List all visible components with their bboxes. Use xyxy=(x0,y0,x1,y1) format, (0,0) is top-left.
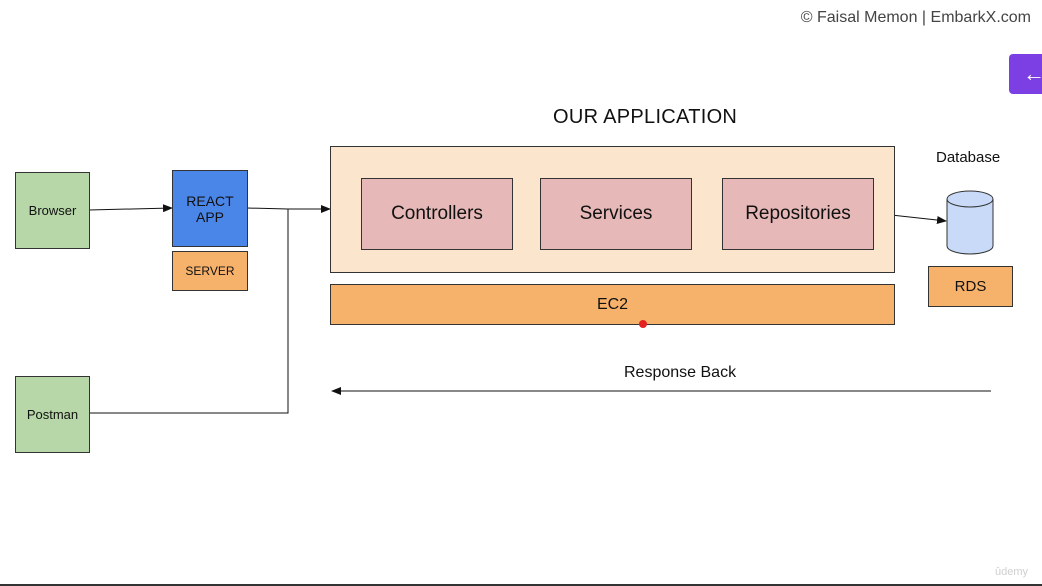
arrow-left-icon: ← xyxy=(1023,61,1042,86)
ec2-label: EC2 xyxy=(596,295,629,313)
services-node: Services xyxy=(540,178,692,250)
controllers-node: Controllers xyxy=(361,178,513,250)
rds-node: RDS xyxy=(928,266,1013,307)
browser-label: Browser xyxy=(28,203,77,218)
bottom-divider xyxy=(0,584,1042,586)
react-app-label: REACT APP xyxy=(186,192,234,225)
database-label: Database xyxy=(936,149,1001,166)
react-to-app-line xyxy=(246,207,289,210)
repositories-node: Repositories xyxy=(722,178,874,250)
browser-to-react-arrow xyxy=(88,204,173,213)
services-label: Services xyxy=(579,203,653,224)
rds-label: RDS xyxy=(954,278,987,295)
ec2-node: EC2 xyxy=(330,284,895,325)
copyright-text: © Faisal Memon | EmbarkX.com xyxy=(800,9,1031,26)
server-node: SERVER xyxy=(172,251,248,291)
back-button[interactable]: ← xyxy=(1009,54,1042,94)
server-label: SERVER xyxy=(185,264,235,278)
response-back-label: Response Back xyxy=(624,364,737,381)
postman-to-app-line xyxy=(89,209,289,414)
udemy-watermark: ûdemy xyxy=(994,566,1028,578)
controllers-label: Controllers xyxy=(391,203,483,224)
repositories-label: Repositories xyxy=(745,203,851,224)
browser-node: Browser xyxy=(15,172,90,249)
postman-label: Postman xyxy=(26,407,79,422)
react-app-node: REACT APP xyxy=(172,170,248,247)
postman-node: Postman xyxy=(15,376,90,453)
application-title: OUR APPLICATION xyxy=(553,106,738,128)
database-cylinder-icon xyxy=(946,190,994,255)
pointer-dot xyxy=(639,320,647,328)
